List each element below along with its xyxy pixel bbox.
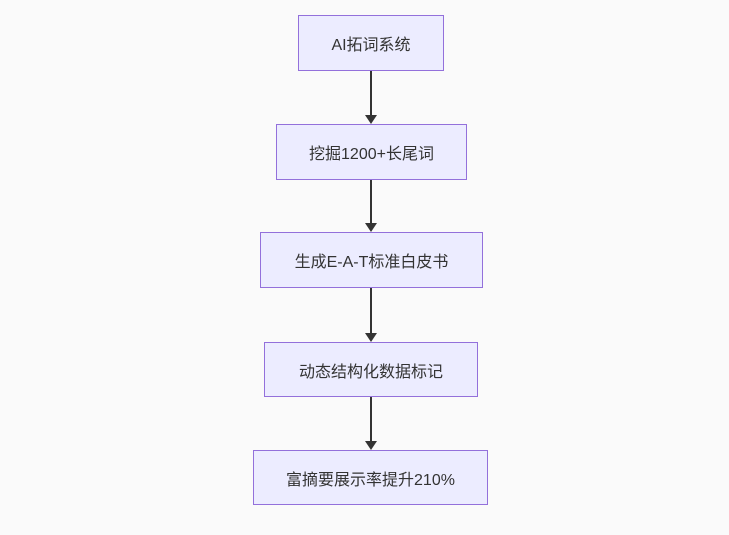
flow-node-rich-snippet-result: 富摘要展示率提升210% [253, 450, 488, 505]
arrowhead-down-icon [365, 333, 377, 342]
arrowhead-down-icon [365, 223, 377, 232]
arrow-line [370, 71, 372, 115]
flow-node-label: 动态结构化数据标记 [298, 363, 443, 381]
flow-node-structured-data-markup: 动态结构化数据标记 [264, 342, 478, 397]
arrow-line [370, 180, 372, 223]
flow-node-label: 挖掘1200+长尾词 [309, 146, 434, 163]
flow-node-label: AI拓词系统 [331, 37, 411, 54]
flow-node-eat-whitepaper: 生成E-A-T标准白皮书 [260, 232, 483, 288]
flow-arrow-down-1 [365, 71, 377, 124]
flow-node-longtail-mining: 挖掘1200+长尾词 [276, 124, 467, 180]
arrow-line [370, 397, 372, 441]
arrowhead-down-icon [365, 115, 377, 124]
flow-node-label: 生成E-A-T标准白皮书 [294, 254, 449, 271]
flow-node-label: 富摘要展示率提升210% [286, 471, 455, 489]
flow-arrow-down-2 [365, 180, 377, 232]
arrow-line [370, 288, 372, 333]
flow-arrow-down-4 [365, 397, 377, 450]
flow-node-ai-word-expansion: AI拓词系统 [298, 15, 444, 71]
flow-arrow-down-3 [365, 288, 377, 342]
arrowhead-down-icon [365, 441, 377, 450]
